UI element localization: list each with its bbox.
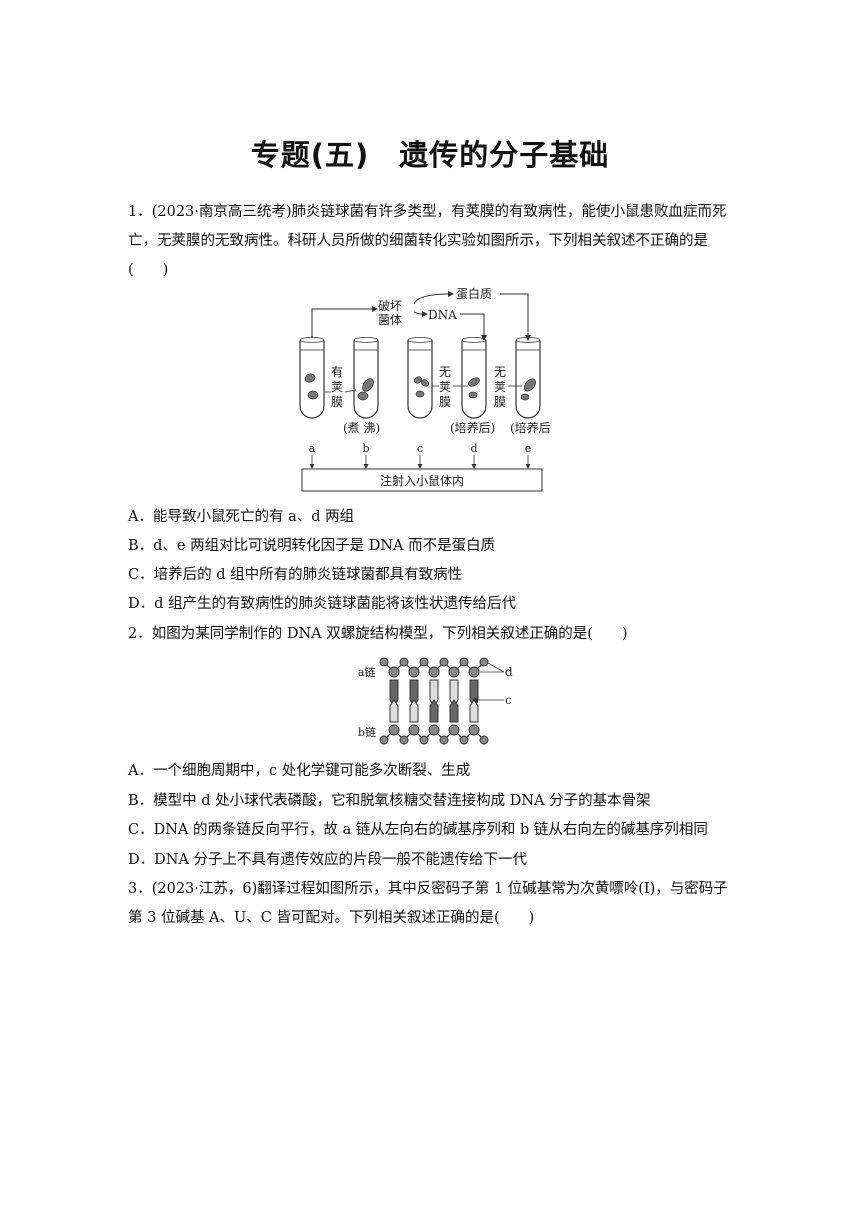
label-cells: 菌体 (378, 313, 402, 327)
figure-bacterial-transformation: 破坏 菌体 蛋白质 DNA 有 荚 膜 无 荚 膜 无 荚 膜 (299, 286, 550, 492)
tube-label-e: e (525, 442, 532, 455)
label-capsule-1: 有 (331, 365, 343, 379)
q2-option-c: C．DNA 的两条链反向平行，故 a 链从左向右的碱基序列和 b 链从右向左的碱… (128, 822, 708, 838)
base-bottom-2 (409, 699, 419, 723)
label-capsule-3: 膜 (331, 395, 343, 409)
label-nocap-e-2: 荚 (494, 380, 506, 394)
label-dna: DNA (428, 308, 457, 322)
figure-dna-model: a链 b链 d c (358, 657, 513, 745)
tube-label-d: d (470, 442, 477, 455)
question-3-stem: 3．(2023·江苏，6)翻译过程如图所示，其中反密码子第 1 位碱基常为次黄嘌… (128, 881, 728, 926)
label-nocap-1: 无 (439, 365, 451, 379)
base-bottom-3 (429, 699, 439, 723)
label-nocap-2: 荚 (439, 380, 451, 394)
q1-option-c: C．培养后的 d 组中所有的肺炎链球菌都具有致病性 (128, 567, 463, 583)
page-title: 专题(五) 遗传的分子基础 (250, 138, 610, 172)
tube-arrowhead-b (363, 464, 369, 469)
question-1-stem: 1．(2023·南京高三统考)肺炎链球菌有许多类型，有荚膜的有致病性，能使小鼠患… (128, 204, 727, 278)
label-cultured-e: (培养后) (510, 420, 550, 435)
q1-option-b: B．d、e 两组对比可说明转化因子是 DNA 而不是蛋白质 (128, 538, 496, 554)
base-bottom-5 (469, 699, 479, 723)
tube-label-c: c (417, 442, 423, 455)
tube-label-b: b (362, 442, 369, 455)
q1-option-d: D．d 组产生的有致病性的肺炎链球菌能将该性状遗传给后代 (128, 596, 517, 612)
label-a-chain: a链 (358, 665, 376, 679)
q2-option-a: A．一个细胞周期中，c 处化学键可能多次断裂、生成 (128, 763, 471, 779)
q2-option-b: B．模型中 d 处小球代表磷酸，它和脱氧核糖交替连接构成 DNA 分子的基本骨架 (128, 793, 651, 809)
label-d: d (505, 665, 513, 679)
label-nocap-e-1: 无 (494, 365, 506, 379)
base-bottom-1 (389, 699, 399, 723)
tube-arrowhead-d (471, 464, 477, 469)
label-nocap-e-3: 膜 (494, 395, 506, 409)
label-break: 破坏 (378, 298, 402, 313)
base-bottom-4 (449, 699, 459, 723)
question-2-stem: 2．如图为某同学制作的 DNA 双螺旋结构模型，下列相关叙述正确的是( ) (128, 626, 628, 642)
label-boil: (煮 沸) (343, 421, 380, 435)
label-c: c (505, 693, 512, 707)
q2-option-d: D．DNA 分子上不具有遗传效应的片段一般不能遗传给下一代 (128, 852, 528, 868)
label-cultured-d: (培养后) (450, 420, 495, 435)
tube-arrowhead-a (309, 464, 315, 469)
label-capsule-2: 荚 (331, 380, 343, 394)
q1-option-a: A．能导致小鼠死亡的有 a、d 两组 (128, 509, 355, 525)
tube-arrowhead-e (525, 464, 531, 469)
label-protein: 蛋白质 (456, 286, 492, 301)
tube-label-a: a (309, 442, 316, 455)
label-b-chain: b链 (358, 725, 376, 739)
label-inject: 注射入小鼠体内 (380, 473, 464, 488)
label-nocap-3: 膜 (439, 395, 451, 409)
tube-arrowhead-c (417, 464, 423, 469)
